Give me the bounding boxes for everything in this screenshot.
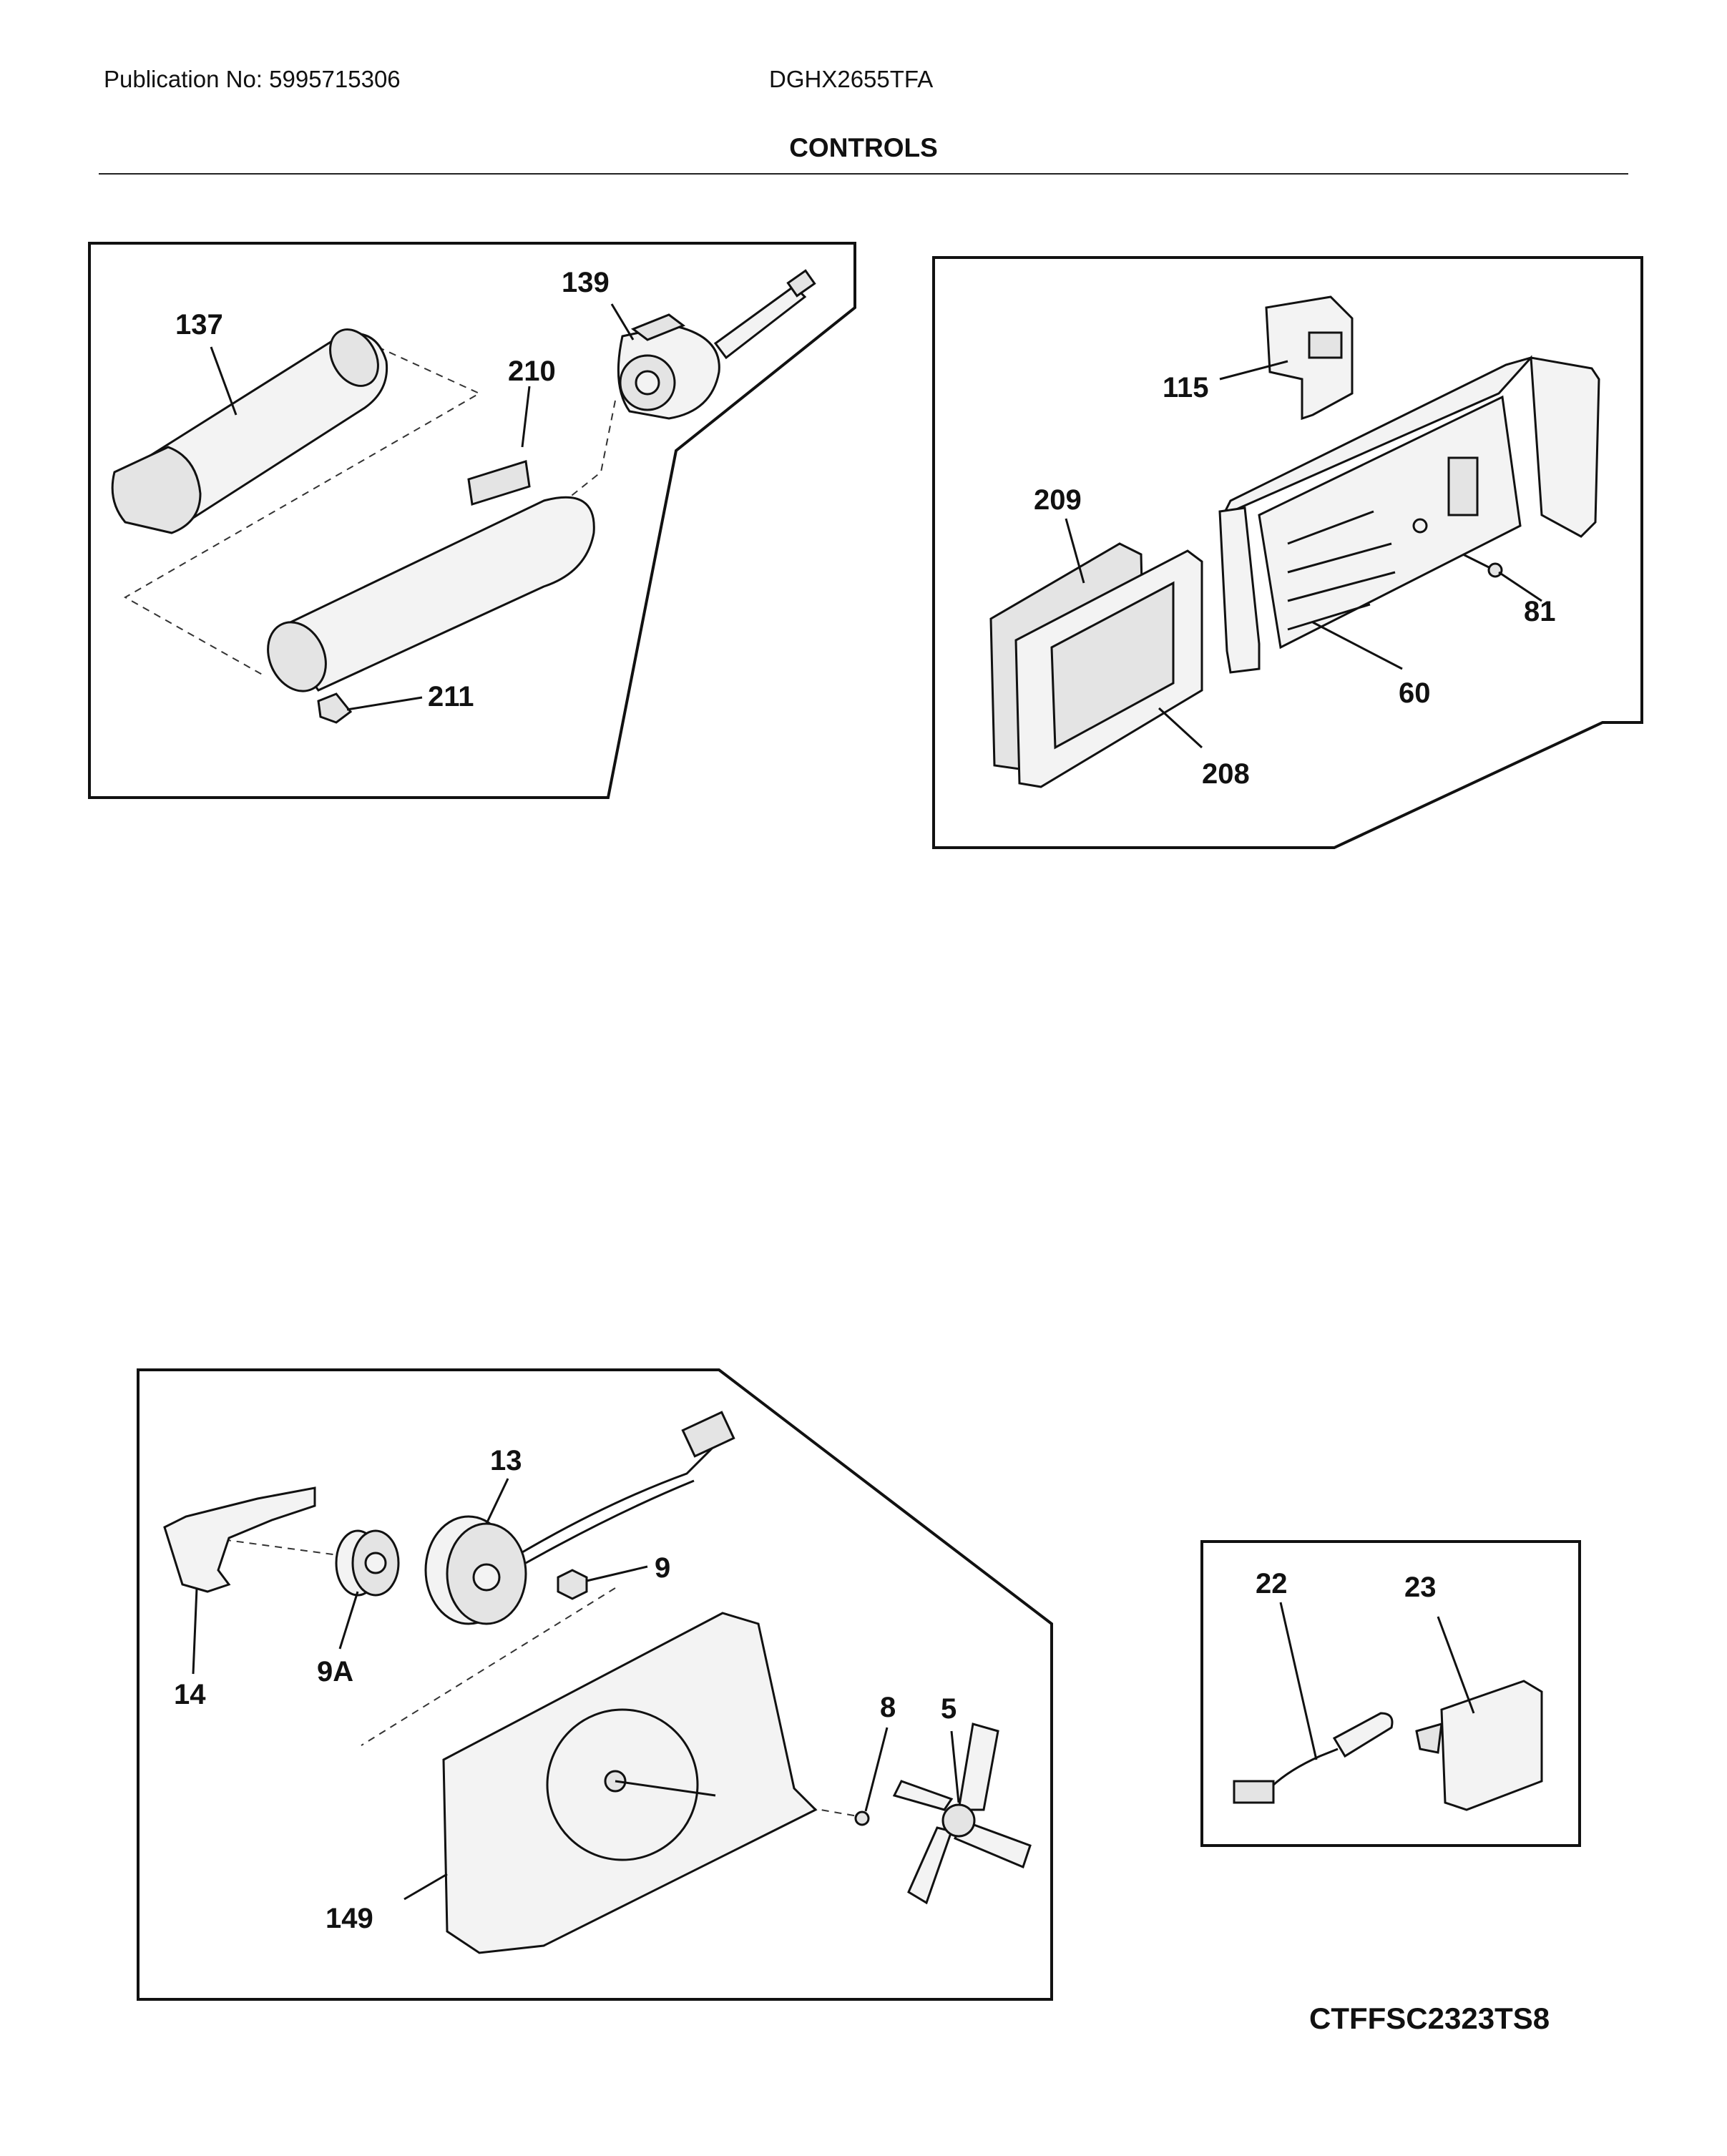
leader-line xyxy=(1437,1616,1475,1714)
leader-line xyxy=(485,1478,509,1524)
panel-frame xyxy=(137,1368,1053,2001)
callout-209: 209 xyxy=(1034,484,1082,516)
diagram-code: CTFFSC2323TS8 xyxy=(1309,2001,1550,2035)
leader-line xyxy=(1219,360,1288,381)
vent-slot xyxy=(1287,571,1396,602)
leader-line xyxy=(950,1730,960,1803)
leader-line xyxy=(346,696,423,711)
assembly-line xyxy=(123,335,481,677)
vent-slot xyxy=(1287,603,1371,631)
fan-shroud xyxy=(442,1612,818,1954)
callout-210: 210 xyxy=(508,356,556,387)
callout-139: 139 xyxy=(562,267,610,298)
leader-line xyxy=(192,1587,198,1675)
callout-149: 149 xyxy=(326,1903,373,1934)
filter-cartridge xyxy=(111,328,388,534)
filter-frame xyxy=(1014,549,1203,788)
assembly-line xyxy=(210,1537,344,1557)
callout-137: 137 xyxy=(175,309,223,340)
callout-13: 13 xyxy=(490,1445,522,1476)
temperature-sensor xyxy=(1233,1712,1394,1804)
callout-9: 9 xyxy=(655,1552,670,1584)
assembly-line xyxy=(564,400,616,501)
leader-line xyxy=(1498,571,1542,602)
callout-14: 14 xyxy=(174,1679,206,1710)
publication-number: Publication No: 5995715306 xyxy=(104,66,401,92)
leader-line xyxy=(586,1565,648,1582)
motor-grommet xyxy=(335,1529,400,1597)
panel-filter-assembly: 137 139 210 211 xyxy=(88,242,856,799)
callout-60: 60 xyxy=(1399,677,1431,709)
panel-frame xyxy=(88,242,856,799)
filter-clip xyxy=(317,692,353,724)
callout-9a: 9A xyxy=(317,1656,353,1687)
leader-line xyxy=(610,303,635,340)
leader-line xyxy=(338,1591,359,1650)
panel-air-filter-assembly: 115 209 81 60 208 xyxy=(932,256,1643,849)
leader-line xyxy=(1065,518,1085,584)
callout-5: 5 xyxy=(941,1693,957,1725)
air-filter-module xyxy=(1265,295,1354,421)
callout-208: 208 xyxy=(1202,758,1250,790)
panel-sensor-assembly: 22 23 xyxy=(1200,1540,1581,1847)
sensor-cover xyxy=(1415,1680,1543,1811)
fan-blade xyxy=(892,1723,1032,1905)
panel-frame xyxy=(1200,1540,1581,1847)
filter-head xyxy=(617,269,816,420)
vent-slot xyxy=(1287,510,1374,545)
section-title: CONTROLS xyxy=(789,133,938,162)
assembly-line xyxy=(361,1587,616,1746)
vent-slot xyxy=(1287,542,1392,574)
callout-115: 115 xyxy=(1163,372,1209,403)
air-filter-housing xyxy=(1218,355,1600,674)
leader-line xyxy=(1158,707,1203,749)
fan-washer xyxy=(854,1810,870,1826)
leader-line xyxy=(864,1727,889,1812)
callout-211: 211 xyxy=(428,681,474,712)
fan-motor xyxy=(424,1411,735,1625)
leader-line xyxy=(1312,621,1403,670)
panel-fan-assembly: 13 9 14 9A 8 5 149 xyxy=(137,1368,1053,2001)
callout-23: 23 xyxy=(1404,1572,1437,1603)
callout-22: 22 xyxy=(1256,1568,1288,1599)
motor-bracket xyxy=(163,1486,316,1593)
leader-line xyxy=(403,1873,448,1901)
filter-housing xyxy=(267,460,595,692)
hex-nut xyxy=(557,1569,588,1600)
mounting-screw xyxy=(1462,553,1503,578)
leader-line xyxy=(1279,1602,1318,1760)
leader-line xyxy=(521,386,531,448)
model-number: DGHX2655TFA xyxy=(769,66,934,92)
panel-frame xyxy=(932,256,1643,849)
header-rule xyxy=(99,173,1628,175)
leader-line xyxy=(210,346,238,416)
callout-8: 8 xyxy=(880,1692,896,1723)
callout-81: 81 xyxy=(1524,596,1556,627)
